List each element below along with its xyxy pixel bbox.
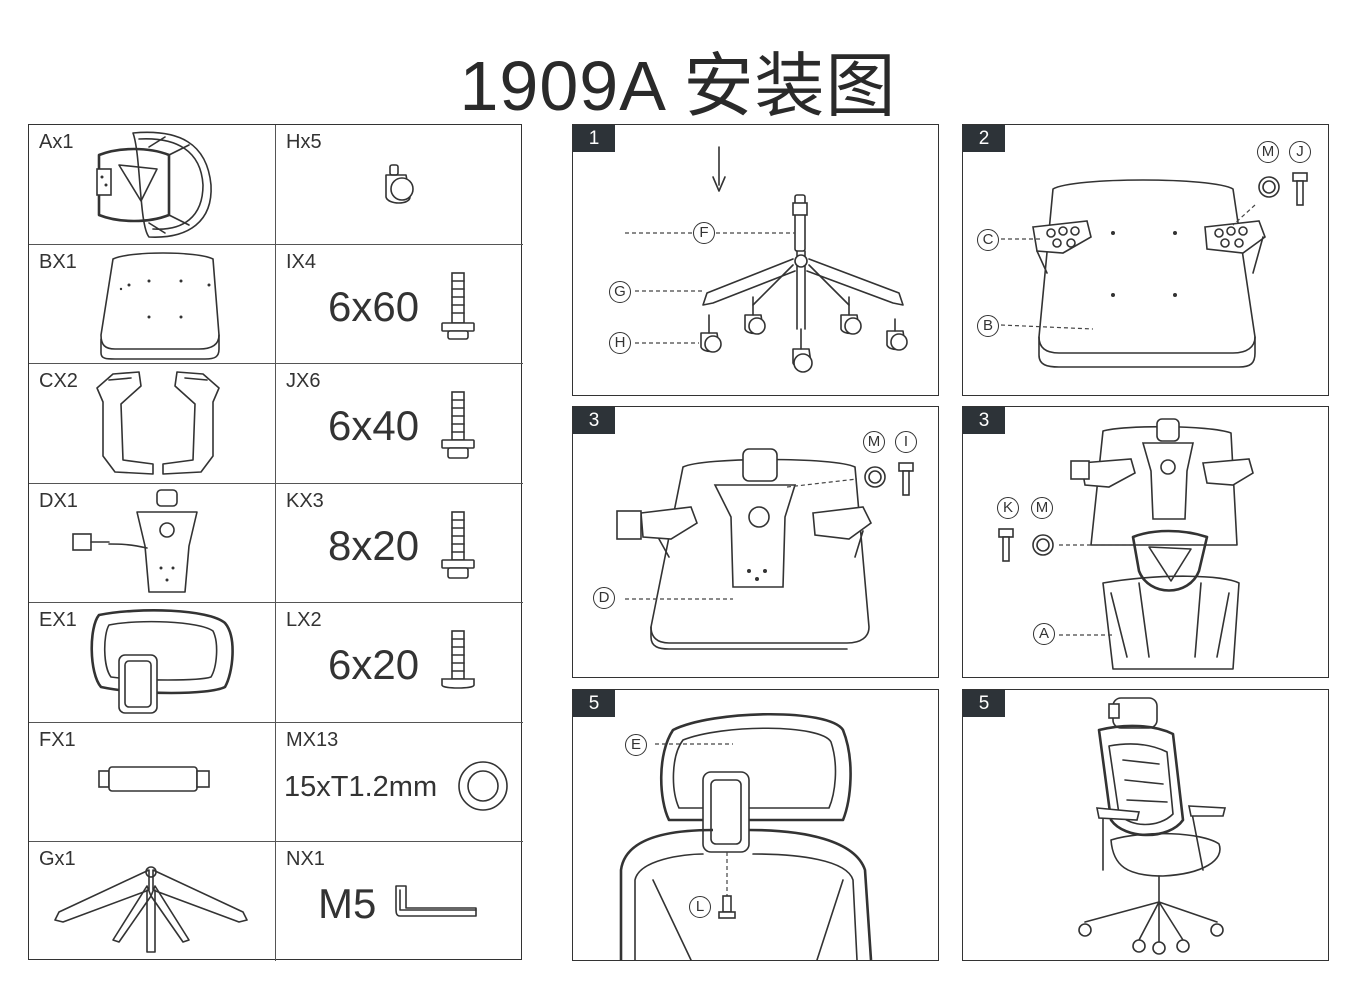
mechanism-icon xyxy=(72,489,198,593)
step-panel-3a: 3 M I D xyxy=(572,406,939,678)
step-5a-illustration xyxy=(619,712,873,961)
part-label-h: Hx5 xyxy=(286,131,322,153)
washer-icon xyxy=(458,761,508,811)
step-3b-illustration xyxy=(998,418,1254,670)
part-label-i: IX4 xyxy=(286,251,317,273)
step-number-badge: 3 xyxy=(573,407,615,434)
step-2-illustration xyxy=(1000,172,1308,368)
step-number-badge: 2 xyxy=(963,125,1005,152)
part-size-n: M5 xyxy=(318,880,377,927)
callout-m: M xyxy=(863,431,885,453)
part-cell-i: IX4 6x60 xyxy=(276,245,523,364)
callout-f: F xyxy=(693,222,715,244)
armrest-icon xyxy=(96,371,220,475)
part-label-l: LX2 xyxy=(286,609,322,631)
callout-h: H xyxy=(609,332,631,354)
callout-e: E xyxy=(625,734,647,756)
bolt-icon xyxy=(441,511,475,579)
washer-icon xyxy=(1258,176,1280,198)
part-label-d: DX1 xyxy=(39,490,78,512)
callout-m: M xyxy=(1031,497,1053,519)
gas-cylinder-icon xyxy=(98,766,210,792)
part-cell-a: Ax1 xyxy=(29,125,276,245)
step-panel-1: 1 F G H xyxy=(572,124,939,396)
bolt-icon xyxy=(441,391,475,459)
callout-m: M xyxy=(1257,141,1279,163)
callout-b: B xyxy=(977,315,999,337)
caster-icon xyxy=(385,164,414,204)
callout-d: D xyxy=(593,587,615,609)
part-cell-n: NX1 M5 xyxy=(276,842,523,961)
star-base-icon xyxy=(54,866,248,953)
part-cell-j: JX6 6x40 xyxy=(276,364,523,484)
part-cell-g: Gx1 xyxy=(29,842,276,961)
parts-list: Ax1 BX1 CX2 xyxy=(28,124,523,961)
part-label-k: KX3 xyxy=(286,490,324,512)
part-cell-k: KX3 8x20 xyxy=(276,484,523,603)
part-label-c: CX2 xyxy=(39,370,78,392)
step-panel-5a: 5 E L xyxy=(572,689,939,961)
part-label-n: NX1 xyxy=(286,848,325,870)
step-panel-2: 2 M J C B xyxy=(962,124,1329,396)
assembled-chair-illustration xyxy=(1078,697,1227,955)
callout-k: K xyxy=(997,497,1019,519)
part-cell-d: DX1 xyxy=(29,484,276,603)
hex-key-icon xyxy=(395,885,477,917)
page-title: 1909A 安装图 xyxy=(459,47,897,125)
bolt-icon xyxy=(441,630,475,689)
part-size-i: 6x60 xyxy=(328,283,420,330)
backrest-icon xyxy=(96,131,212,238)
part-size-l: 6x20 xyxy=(328,641,420,688)
part-size-j: 6x40 xyxy=(328,402,420,449)
part-label-e: EX1 xyxy=(39,609,77,631)
part-label-a: Ax1 xyxy=(39,131,74,153)
callout-j: J xyxy=(1289,141,1311,163)
part-size-m: 15xT1.2mm xyxy=(284,771,438,803)
bolt-icon xyxy=(1292,172,1308,182)
part-cell-l: LX2 6x20 xyxy=(276,603,523,723)
step-panel-3b: 3 K M A xyxy=(962,406,1329,678)
part-cell-b: BX1 xyxy=(29,245,276,364)
step-number-badge: 5 xyxy=(573,690,615,717)
part-cell-m: MX13 15xT1.2mm xyxy=(276,723,523,842)
step-3a-illustration xyxy=(616,448,914,650)
part-cell-c: CX2 xyxy=(29,364,276,484)
down-arrow-icon xyxy=(712,146,726,192)
callout-a: A xyxy=(1033,623,1055,645)
part-label-j: JX6 xyxy=(286,370,321,392)
part-label-g: Gx1 xyxy=(39,848,76,870)
callout-l: L xyxy=(689,896,711,918)
part-cell-h: Hx5 xyxy=(276,125,523,245)
step-number-badge: 1 xyxy=(573,125,615,152)
bolt-icon xyxy=(441,272,475,340)
part-label-f: FX1 xyxy=(39,729,76,751)
step-number-badge: 3 xyxy=(963,407,1005,434)
headrest-icon xyxy=(90,609,234,714)
step-number-badge: 5 xyxy=(963,690,1005,717)
part-size-k: 8x20 xyxy=(328,522,420,569)
part-cell-f: FX1 xyxy=(29,723,276,842)
callout-g: G xyxy=(609,281,631,303)
step-panel-5b: 5 xyxy=(962,689,1329,961)
seat-icon xyxy=(100,252,220,360)
callout-c: C xyxy=(977,229,999,251)
part-cell-e: EX1 xyxy=(29,603,276,723)
part-label-m: MX13 xyxy=(286,729,339,751)
part-label-b: BX1 xyxy=(39,251,77,273)
callout-i: I xyxy=(895,431,917,453)
step-1-illustration xyxy=(625,146,908,373)
